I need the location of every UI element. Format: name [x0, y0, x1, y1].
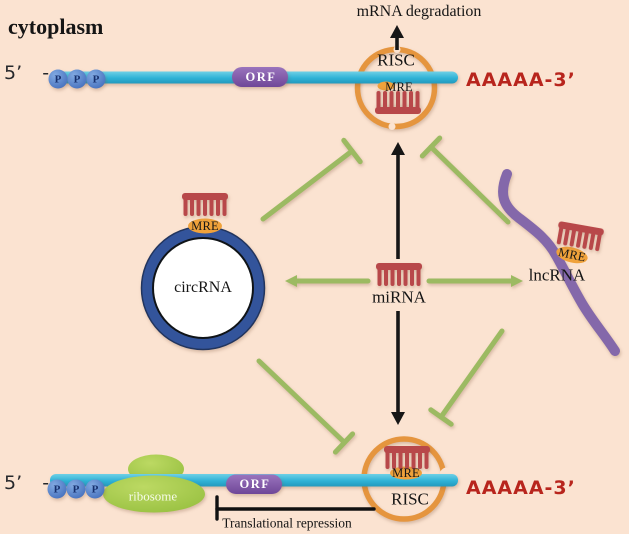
- top-risc-mre-badge: [377, 81, 395, 91]
- phosphate-circle: [85, 479, 105, 499]
- inhibition-circrna-to-top-risc: [260, 137, 363, 222]
- top-five-prime-label: 5’ -: [4, 62, 50, 84]
- bottom-orf-pill: [226, 474, 282, 494]
- inhibition-lncrna-to-bottom-risc: [428, 328, 505, 427]
- phosphate-label: P: [92, 73, 100, 86]
- phosphate-circle: [67, 69, 87, 89]
- top-mre-label: MRE: [385, 79, 413, 94]
- phosphate-circle: [48, 69, 68, 89]
- center-mirna-duplex-icon: [376, 263, 422, 286]
- top-risc-mirna-duplex-icon: [375, 91, 421, 114]
- mrna-degradation-label: mRNA degradation: [356, 3, 482, 20]
- inhibition-lncrna-to-top-risc: [419, 135, 511, 225]
- mirna-label: miRNA: [372, 287, 426, 307]
- phosphate-circle: [47, 479, 67, 499]
- lncrna-strand: [498, 169, 620, 356]
- circrna-circle: [140, 225, 266, 351]
- bottom-risc-label: RISC: [391, 489, 429, 509]
- green-regulation-lines: [256, 135, 523, 455]
- phosphate-label: P: [91, 483, 99, 496]
- translational-repression-bracket: [215, 495, 376, 521]
- circrna-mre-label: MRE: [191, 218, 219, 233]
- top-orf-label: ORF: [245, 69, 277, 84]
- top-phosphate-group: [48, 69, 106, 89]
- translational-repression-label: Translational repression: [222, 515, 352, 531]
- lncrna-mre-badge: [556, 246, 588, 264]
- inhibition-circrna-to-bottom-risc: [256, 358, 356, 455]
- ribosome-large-subunit: [103, 475, 205, 513]
- lncrna-label: lncRNA: [528, 265, 586, 285]
- phosphate-label: P: [54, 73, 62, 86]
- top-orf-pill: [232, 67, 288, 87]
- phosphate-label: P: [72, 483, 80, 496]
- phosphate-circle: [86, 69, 106, 89]
- top-poly-a-label: AAAAA-3’: [466, 69, 576, 91]
- bottom-five-prime-label: 5’ -: [4, 472, 50, 494]
- phosphate-label: P: [73, 73, 81, 86]
- cytoplasm-title: cytoplasm: [8, 14, 104, 39]
- circrna-label: circRNA: [174, 279, 232, 296]
- phosphate-circle: [66, 479, 86, 499]
- bottom-risc-mre-badge: [390, 466, 422, 480]
- bottom-orf-label: ORF: [239, 476, 271, 491]
- top-risc-label: RISC: [377, 50, 415, 70]
- phosphate-label: P: [53, 483, 61, 496]
- circrna-mre-badge: [188, 218, 222, 234]
- circrna-mirna-duplex-icon: [182, 193, 228, 216]
- bottom-mre-label: MRE: [392, 465, 420, 480]
- top-risc-ring-gap-bottom: [388, 123, 396, 130]
- bottom-phosphate-group: [47, 479, 105, 499]
- bottom-poly-a-label: AAAAA-3’: [466, 477, 576, 499]
- ribosome-label: ribosome: [128, 488, 178, 504]
- black-arrows: [390, 25, 405, 425]
